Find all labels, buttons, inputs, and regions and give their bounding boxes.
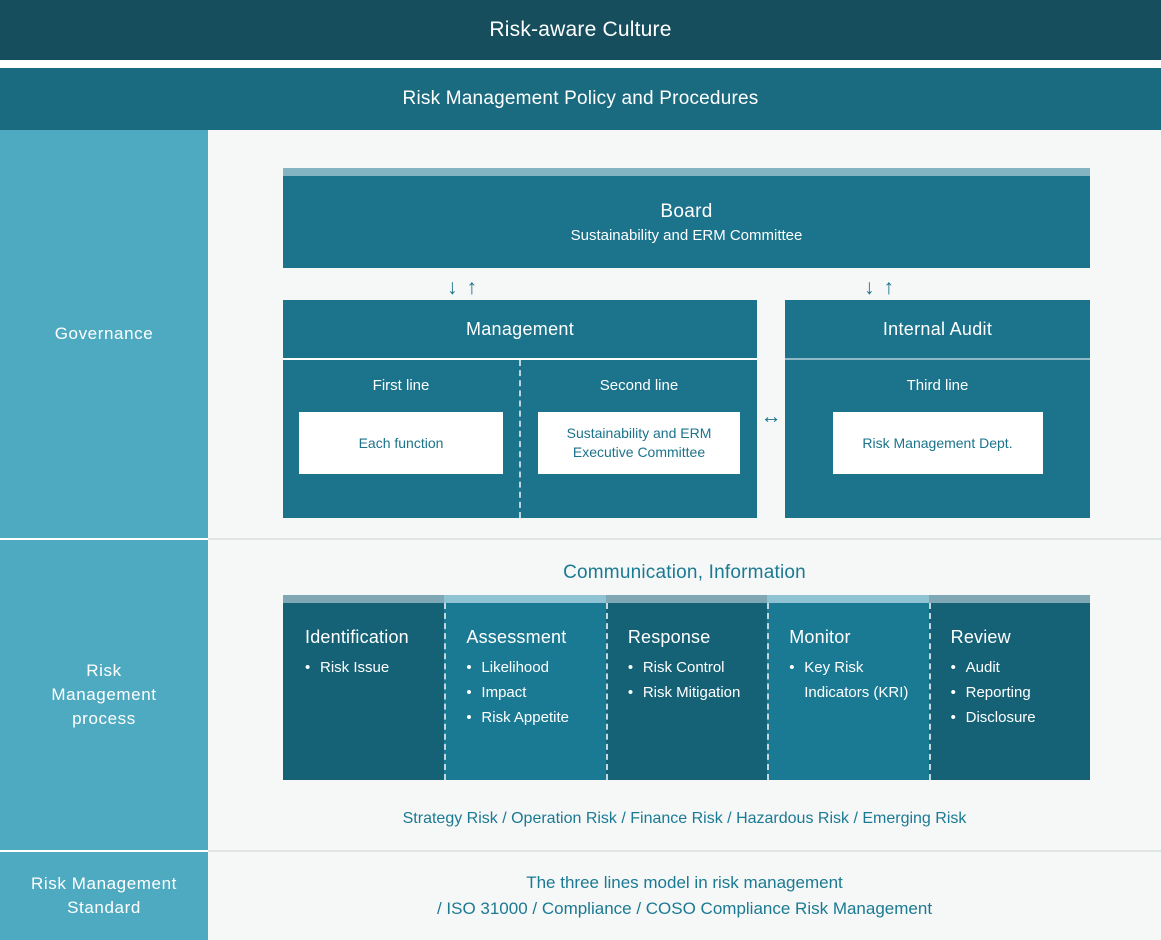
arrow-down-icon: ↓: [864, 275, 875, 299]
board-management-arrows: ↓ ↑: [432, 274, 492, 300]
row-label-governance: Governance: [0, 130, 208, 538]
process-step-item: Key Risk Indicators (KRI): [789, 656, 909, 706]
process-step-items: AuditReportingDisclosure: [929, 656, 1090, 731]
process-step-assessment: AssessmentLikelihoodImpactRisk Appetite: [444, 595, 606, 780]
process-step-title: Response: [627, 627, 711, 647]
risk-process-body: Communication, Information Identificatio…: [208, 538, 1161, 850]
process-step-title: Identification: [305, 627, 409, 647]
process-step-item: Risk Mitigation: [628, 681, 748, 706]
risk-standard-body: The three lines model in risk management…: [208, 850, 1161, 940]
standard-line-2: / ISO 31000 / Compliance / COSO Complian…: [436, 899, 933, 918]
internal-audit-box: Internal Audit Third line Risk Managemen…: [785, 300, 1090, 518]
process-step-items: Key Risk Indicators (KRI): [767, 656, 928, 706]
first-line-label: First line: [372, 377, 430, 394]
arrow-left-right-icon: ↔: [760, 405, 782, 428]
governance-row: Governance Board Sustainability and ERM …: [0, 130, 1161, 538]
arrow-up-icon: ↑: [466, 275, 478, 299]
process-steps: IdentificationRisk IssueAssessmentLikeli…: [283, 595, 1091, 780]
arrow-down-icon: ↓: [447, 275, 458, 299]
internal-audit-header: Internal Audit: [785, 300, 1090, 360]
framework-grid: Governance Board Sustainability and ERM …: [0, 130, 1161, 940]
board-title: Board: [660, 200, 713, 222]
process-step-monitor: MonitorKey Risk Indicators (KRI): [767, 595, 929, 780]
risk-types-line: Strategy Risk / Operation Risk / Finance…: [402, 810, 967, 827]
process-step-item: Reporting: [951, 681, 1071, 706]
process-step-item: Risk Control: [628, 656, 748, 681]
process-step-items: Risk Issue: [283, 656, 444, 681]
arrow-up-icon: ↑: [883, 275, 895, 299]
standard-line-1: The three lines model in risk management: [526, 872, 843, 892]
process-step-identification: IdentificationRisk Issue: [283, 595, 445, 780]
process-step-response: ResponseRisk ControlRisk Mitigation: [605, 595, 768, 780]
board-subtitle: Sustainability and ERM Committee: [570, 226, 803, 244]
management-lines: First line Each function Second line Sus…: [283, 360, 757, 518]
process-step-items: Risk ControlRisk Mitigation: [606, 656, 767, 706]
third-line-column: Third line Risk Management Dept.: [785, 360, 1090, 518]
management-box: Management First line Each function Seco…: [283, 300, 757, 518]
governance-columns: Management First line Each function Seco…: [283, 300, 1090, 518]
process-step-items: LikelihoodImpactRisk Appetite: [444, 656, 605, 731]
third-line-label: Third line: [906, 377, 969, 394]
risk-policy-banner: Risk Management Policy and Procedures: [0, 68, 1161, 130]
process-step-title: Assessment: [466, 627, 567, 647]
process-step-review: ReviewAuditReportingDisclosure: [928, 595, 1091, 780]
process-step-item: Risk Appetite: [466, 706, 586, 731]
process-step-title: Monitor: [789, 627, 851, 647]
governance-body: Board Sustainability and ERM Committee ↓…: [208, 130, 1161, 538]
process-step-item: Likelihood: [466, 656, 586, 681]
banner-divider: [0, 60, 1161, 68]
management-audit-connector: ↔: [757, 300, 785, 518]
management-header: Management: [283, 300, 757, 360]
board-box: Board Sustainability and ERM Committee: [283, 168, 1090, 268]
first-line-entity-box: Each function: [299, 412, 503, 474]
first-line-column: First line Each function: [283, 360, 519, 518]
process-step-item: Impact: [466, 681, 586, 706]
third-line-entity-box: Risk Management Dept.: [832, 412, 1043, 474]
process-step-item: Disclosure: [951, 706, 1071, 731]
process-step-title: Review: [950, 627, 1011, 647]
risk-aware-culture-label: Risk-aware Culture: [489, 18, 672, 41]
risk-aware-culture-banner: Risk-aware Culture: [0, 0, 1161, 60]
risk-policy-label: Risk Management Policy and Procedures: [402, 88, 759, 109]
process-step-item: Audit: [951, 656, 1071, 681]
board-audit-arrows: ↓ ↑: [849, 274, 909, 300]
internal-audit-lines: Third line Risk Management Dept.: [785, 360, 1090, 518]
process-step-item: Risk Issue: [305, 656, 425, 681]
second-line-label: Second line: [599, 377, 679, 394]
communication-heading: Communication, Information: [563, 562, 806, 583]
